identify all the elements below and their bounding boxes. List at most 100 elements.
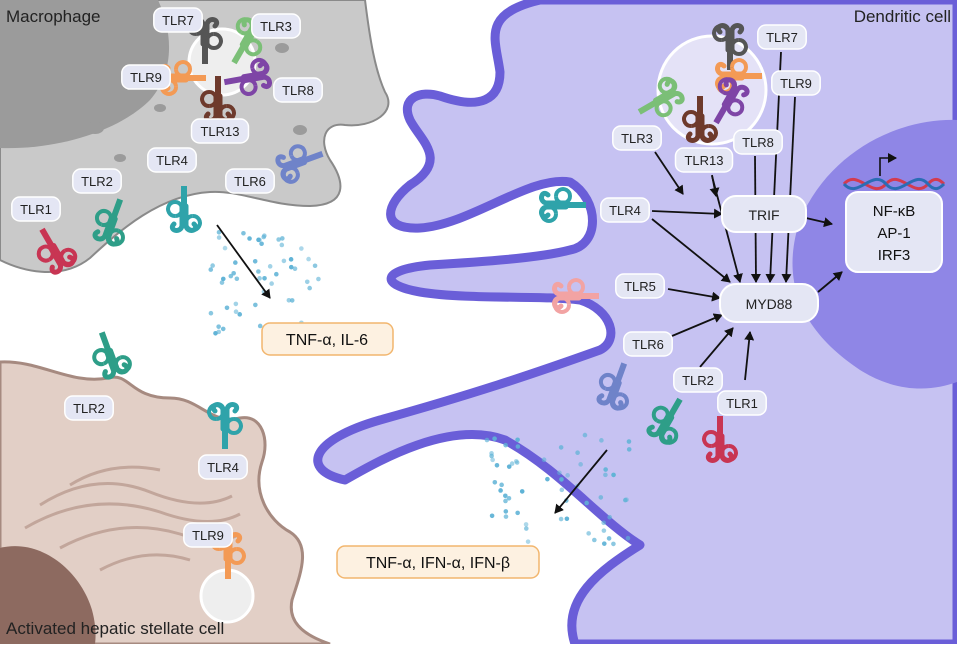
cytokine-dot: [210, 263, 215, 268]
cytokine-dot: [611, 473, 616, 478]
macrophage-granule: [275, 43, 289, 53]
cytokine-dot: [313, 263, 318, 268]
cytokine-dot: [504, 514, 509, 519]
cytokine-dot: [307, 286, 312, 291]
cytokine-dot: [516, 444, 521, 449]
tlr-receptor-icon: [87, 327, 132, 380]
tlr-label-mac-tlr4: TLR4: [148, 148, 196, 172]
cytokine-dot: [510, 461, 515, 466]
svg-text:TLR4: TLR4: [609, 203, 641, 218]
cytokine-dot: [256, 269, 261, 274]
svg-text:TLR1: TLR1: [726, 396, 758, 411]
dendritic-cytokine-label: TNF-α, IFN-α, IFN-β: [366, 555, 510, 572]
cytokine-dot: [583, 433, 588, 438]
cytokine-dot: [489, 454, 494, 459]
cytokine-dot: [234, 302, 239, 307]
tlr-label-dc-tlr6: TLR6: [624, 332, 672, 356]
cytokine-dot: [221, 327, 226, 332]
tlr-label-hsc-tlr2: TLR2: [65, 396, 113, 420]
cytokine-dot: [492, 436, 497, 441]
tf-irf3: IRF3: [878, 247, 911, 264]
cytokine-dot: [225, 305, 230, 310]
svg-text:TLR4: TLR4: [207, 460, 239, 475]
cytokine-dot: [253, 303, 258, 308]
cytokine-dot: [220, 280, 225, 285]
svg-text:TLR7: TLR7: [766, 30, 798, 45]
cytokine-dot: [520, 489, 525, 494]
cytokine-dot: [276, 237, 281, 242]
tlr-label-mac-tlr2: TLR2: [73, 169, 121, 193]
cytokine-dot: [624, 497, 629, 502]
cytokine-dot: [258, 324, 263, 329]
svg-text:TLR5: TLR5: [624, 279, 656, 294]
macrophage-granule: [154, 104, 166, 112]
cytokine-dot: [269, 281, 274, 286]
cytokine-dot: [259, 241, 264, 246]
tlr-label-dc-tlr13: TLR13: [676, 148, 733, 172]
svg-text:TLR8: TLR8: [742, 135, 774, 150]
cytokine-dot: [626, 536, 631, 541]
cytokine-dot: [280, 243, 285, 248]
svg-text:TLR4: TLR4: [156, 153, 188, 168]
cytokine-dot: [542, 457, 547, 462]
tlr-label-mac-tlr1: TLR1: [12, 197, 60, 221]
myd88-label: MYD88: [746, 296, 793, 312]
cytokine-dot: [237, 312, 242, 317]
svg-text:TLR3: TLR3: [260, 19, 292, 34]
svg-text:TLR2: TLR2: [73, 401, 105, 416]
cytokine-dot: [503, 443, 508, 448]
cytokine-dot: [526, 539, 531, 544]
cytokine-dot: [611, 542, 616, 547]
macrophage-granule: [114, 154, 126, 162]
cytokine-dot: [607, 515, 612, 520]
tlr-label-mac-tlr9: TLR9: [122, 65, 170, 89]
dendritic-cytokine-box: TNF-α, IFN-α, IFN-β: [337, 546, 539, 578]
tlr-label-mac-tlr8: TLR8: [274, 78, 322, 102]
cytokine-dot: [607, 536, 612, 541]
cytokine-dot: [499, 483, 504, 488]
svg-text:TLR8: TLR8: [282, 83, 314, 98]
svg-text:TLR13: TLR13: [684, 153, 723, 168]
tlr-label-mac-tlr13: TLR13: [192, 119, 249, 143]
cytokine-dot: [493, 480, 498, 485]
cytokine-dot: [490, 458, 495, 463]
tlr-label-dc-tlr9: TLR9: [772, 71, 820, 95]
cytokine-dot: [289, 265, 294, 270]
dendritic-title: Dendritic cell: [854, 7, 951, 26]
cytokine-dot: [602, 541, 607, 546]
cytokine-dot: [268, 264, 273, 269]
cytokine-dot: [498, 488, 503, 493]
cytokine-dot: [216, 324, 221, 329]
svg-text:TLR9: TLR9: [780, 76, 812, 91]
cytokine-dot: [545, 477, 550, 482]
trif-label: TRIF: [748, 207, 779, 223]
cytokine-dot: [524, 526, 529, 531]
stellate-title: Activated hepatic stellate cell: [6, 619, 224, 638]
tlr-label-hsc-tlr9: TLR9: [184, 523, 232, 547]
cytokine-dot: [504, 509, 509, 514]
cytokine-dot: [256, 238, 261, 243]
macrophage-title: Macrophage: [6, 7, 101, 26]
cytokine-dot: [231, 271, 236, 276]
tlr-label-hsc-tlr4: TLR4: [199, 455, 247, 479]
tlr-label-dc-tlr4: TLR4: [601, 198, 649, 222]
macrophage-cytokine-label: TNF-α, IL-6: [286, 332, 368, 349]
tlr-label-dc-tlr8: TLR8: [734, 130, 782, 154]
cytokine-dot: [234, 309, 239, 314]
tlr-label-dc-tlr3: TLR3: [613, 126, 661, 150]
cytokine-dot: [507, 496, 512, 501]
cytokine-dot: [578, 462, 583, 467]
tlr-label-dc-tlr2: TLR2: [674, 368, 722, 392]
cytokine-dot: [299, 246, 304, 251]
svg-text:TLR9: TLR9: [192, 528, 224, 543]
tlr-label-dc-tlr1: TLR1: [718, 391, 766, 415]
cytokine-dot: [209, 311, 214, 316]
tf-nfkb: NF-κB: [873, 203, 916, 220]
cytokine-dot: [627, 439, 632, 444]
transcription-factor-box: NF-κB AP-1 IRF3: [846, 192, 942, 272]
cytokine-dot: [495, 463, 500, 468]
trif-box: TRIF: [722, 196, 806, 232]
cytokine-dot: [217, 235, 222, 240]
cytokine-dot: [515, 437, 520, 442]
